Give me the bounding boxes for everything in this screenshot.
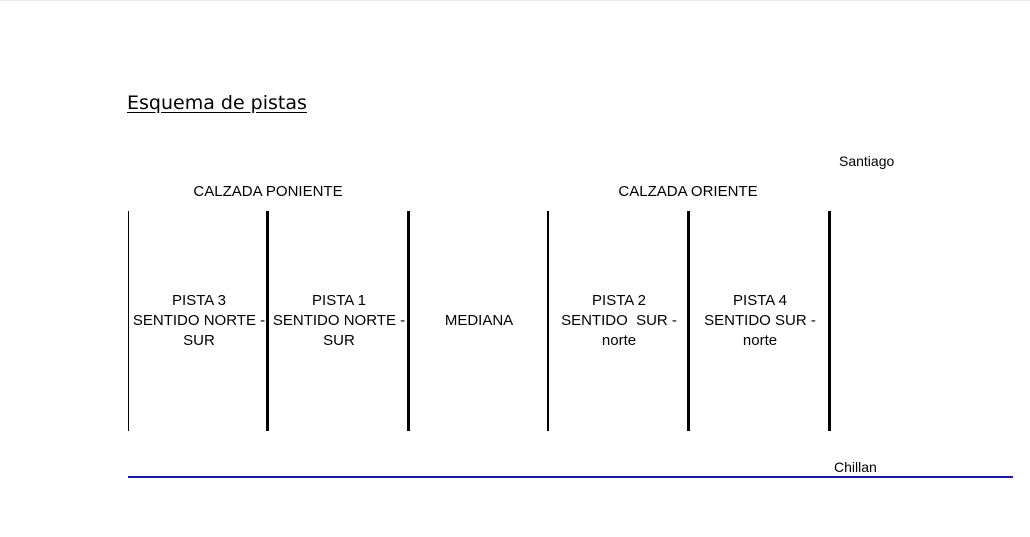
lane-divider	[828, 211, 831, 431]
city-label-south: Chillan	[834, 459, 877, 475]
lane-pista-3: PISTA 3 SENTIDO NORTE - SUR	[129, 211, 269, 431]
lane-direction-end: norte	[742, 332, 778, 349]
lane-direction-end: SUR	[183, 332, 215, 349]
lane-divider	[266, 211, 269, 431]
lane-title: PISTA 3	[172, 292, 226, 309]
lane-pista-2: PISTA 2 SENTIDO SUR - norte	[549, 211, 689, 431]
road-baseline	[128, 476, 1013, 478]
lane-divider	[128, 211, 129, 431]
lane-divider	[687, 211, 690, 431]
lane-title: PISTA 1	[312, 292, 366, 309]
lane-direction: SENTIDO NORTE -	[132, 312, 266, 329]
lane-divider	[547, 211, 549, 431]
lane-direction-end: norte	[601, 332, 637, 349]
lane-title: MEDIANA	[444, 312, 514, 329]
lane-title: PISTA 4	[733, 292, 787, 309]
lane-pista-4: PISTA 4 SENTIDO SUR - norte	[690, 211, 830, 431]
lane-direction-end: SUR	[323, 332, 355, 349]
top-rule	[0, 0, 1030, 1]
lane-direction: SENTIDO NORTE -	[272, 312, 406, 329]
lane-divider	[407, 211, 410, 431]
lane-direction: SENTIDO SUR -	[704, 312, 816, 329]
roadway-label-east: CALZADA ORIENTE	[618, 183, 758, 200]
city-label-north: Santiago	[839, 153, 895, 169]
lane-mediana: MEDIANA	[409, 211, 549, 431]
page-heading: Esquema de pistas	[127, 92, 307, 114]
lane-pista-1: PISTA 1 SENTIDO NORTE - SUR	[269, 211, 409, 431]
roadway-label-west: CALZADA PONIENTE	[193, 183, 343, 200]
lane-direction: SENTIDO SUR -	[561, 312, 677, 329]
lane-title: PISTA 2	[592, 292, 646, 309]
